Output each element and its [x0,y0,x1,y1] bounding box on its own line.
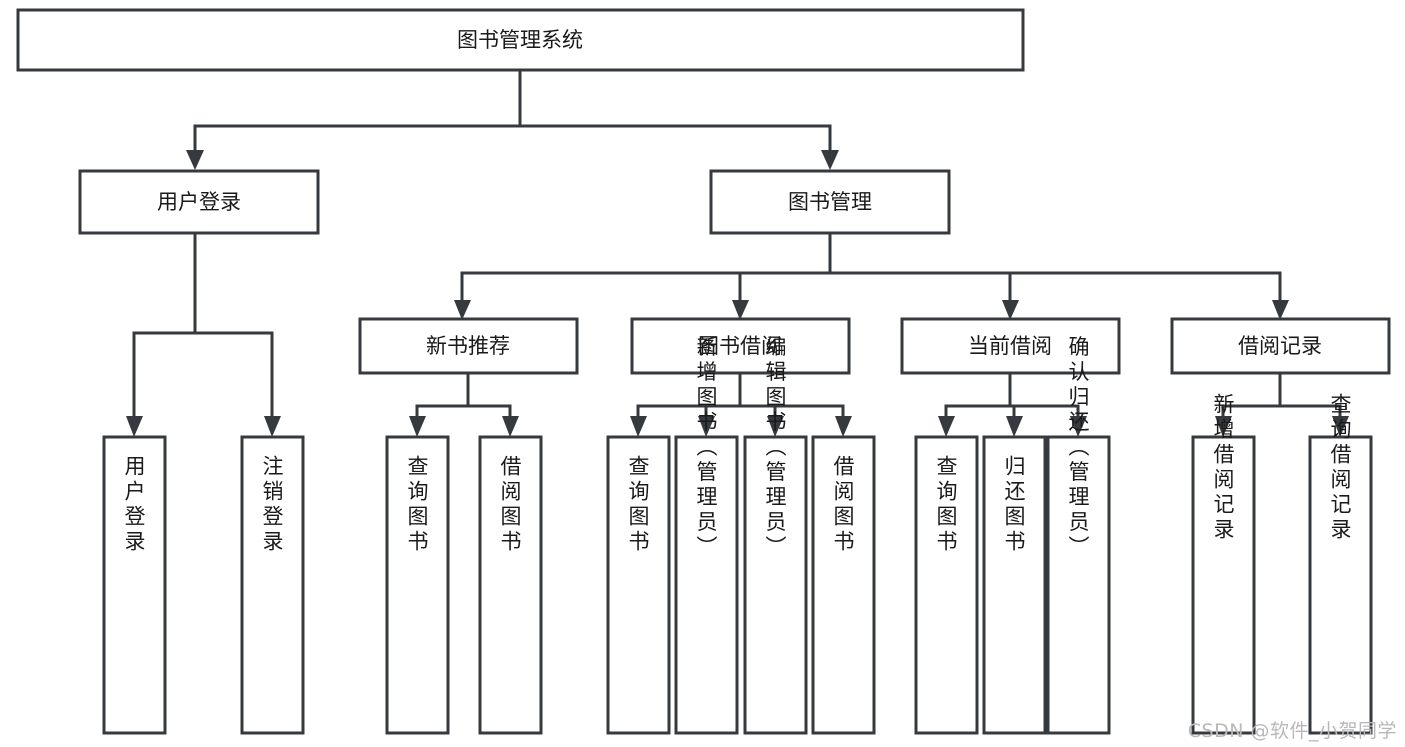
arrow-head-user-login [186,150,204,170]
node-leaf-13[interactable]: 查询借阅记录 [1308,393,1373,735]
arrow-head-leaf-7 [767,416,784,437]
node-leaf-5-label: 查询图书 [626,455,650,555]
node-leaf-1[interactable]: 用户登录 [102,435,167,735]
arrow-head-borrow-record [1272,300,1289,320]
arrow-head-leaf-8 [835,416,852,437]
arrow-head-new-book-rec [454,300,471,320]
node-current-borrow-rect[interactable] [900,317,1121,375]
node-root-rect[interactable] [16,8,1025,72]
connector-group-book-manage [454,231,1289,320]
node-leaf-3-label: 查询图书 [405,455,429,555]
node-leaf-5-rect[interactable] [606,435,671,735]
arrow-head-current-borrow [1002,300,1019,320]
node-new-book-rec[interactable]: 新书推荐 [358,317,579,375]
node-leaf-2-rect[interactable] [240,435,305,735]
node-leaf-13-rect[interactable] [1308,435,1373,735]
node-leaf-12-label: 新增借阅记录 [1211,393,1235,543]
node-leaf-8-rect[interactable] [811,435,876,735]
node-book-borrow-rect[interactable] [630,317,851,375]
node-book-manage[interactable]: 图书管理 [709,169,951,235]
node-leaf-11-label: 确认归还（管理员） [1066,336,1090,561]
node-leaf-2[interactable]: 注销登录 [240,435,305,735]
node-new-book-rec-rect[interactable] [358,317,579,375]
node-borrow-record-label: 借阅记录 [1238,334,1322,358]
node-leaf-7-rect[interactable] [743,435,808,735]
arrow-head-leaf-13 [1332,416,1349,437]
node-leaf-7[interactable]: 编辑图书（管理员） [743,336,808,735]
arrow-head-book-borrow [732,300,749,320]
node-leaf-3[interactable]: 查询图书 [385,435,450,735]
node-leaf-6[interactable]: 新增图书（管理员） [674,336,739,735]
node-book-manage-label: 图书管理 [788,190,872,214]
connector-group-root [186,68,839,170]
connector-group-user-login [126,231,281,437]
node-leaf-11-rect[interactable] [1046,435,1111,735]
arrow-head-leaf-4 [502,416,519,437]
connector-group-borrow-record [1215,371,1349,437]
node-book-borrow-label: 图书借阅 [698,334,782,358]
node-leaf-10[interactable]: 归还图书 [982,435,1047,735]
arrow-head-leaf-3 [409,416,426,437]
node-user-login-rect[interactable] [78,169,320,235]
node-leaf-5[interactable]: 查询图书 [606,435,671,735]
node-leaf-8-label: 借阅图书 [831,455,855,555]
node-new-book-rec-label: 新书推荐 [426,334,510,358]
node-leaf-9[interactable]: 查询图书 [914,435,979,735]
node-leaf-9-label: 查询图书 [934,455,958,555]
node-borrow-record-rect[interactable] [1170,317,1391,375]
connector-group-current-borrow [938,371,1087,437]
node-leaf-4[interactable]: 借阅图书 [478,435,543,735]
node-borrow-record[interactable]: 借阅记录 [1170,317,1391,375]
node-leaf-3-rect[interactable] [385,435,450,735]
arrow-head-leaf-2 [264,416,281,437]
arrow-head-leaf-9 [938,416,955,437]
node-current-borrow[interactable]: 当前借阅 [900,317,1121,375]
node-user-login-label: 用户登录 [157,190,241,214]
node-leaf-4-label: 借阅图书 [498,455,522,555]
csdn-watermark: CSDN @软件_小贺同学 [1187,720,1397,742]
node-leaf-6-rect[interactable] [674,435,739,735]
arrow-head-leaf-10 [1006,416,1023,437]
node-root[interactable]: 图书管理系统 [16,8,1025,72]
connector-group-new-book-rec [409,371,519,437]
node-leaf-7-label: 编辑图书（管理员） [763,336,787,561]
node-book-manage-rect[interactable] [709,169,951,235]
node-leaf-6-label: 新增图书（管理员） [694,336,718,561]
node-leaf-10-label: 归还图书 [1002,455,1026,555]
arrow-head-leaf-6 [698,416,715,437]
node-leaf-4-rect[interactable] [478,435,543,735]
node-leaf-8[interactable]: 借阅图书 [811,435,876,735]
node-leaf-11[interactable]: 确认归还（管理员） [1046,336,1111,735]
node-leaf-12-rect[interactable] [1191,435,1256,735]
node-user-login[interactable]: 用户登录 [78,169,320,235]
node-current-borrow-label: 当前借阅 [968,334,1052,358]
arrow-head-leaf-11 [1070,416,1087,437]
node-book-borrow[interactable]: 图书借阅 [630,317,851,375]
node-leaf-1-label: 用户登录 [122,455,146,555]
arrow-head-book-manage [821,150,839,170]
node-leaf-13-label: 查询借阅记录 [1328,393,1352,543]
arrow-head-leaf-1 [126,416,143,437]
arrow-head-leaf-5 [630,416,647,437]
node-leaf-12[interactable]: 新增借阅记录 [1191,393,1256,735]
node-leaf-10-rect[interactable] [982,435,1047,735]
node-leaf-9-rect[interactable] [914,435,979,735]
node-leaf-2-label: 注销登录 [260,455,284,555]
node-root-label: 图书管理系统 [457,28,583,52]
connector-group-book-borrow [630,371,852,437]
node-leaf-1-rect[interactable] [102,435,167,735]
arrow-head-leaf-12 [1215,416,1232,437]
